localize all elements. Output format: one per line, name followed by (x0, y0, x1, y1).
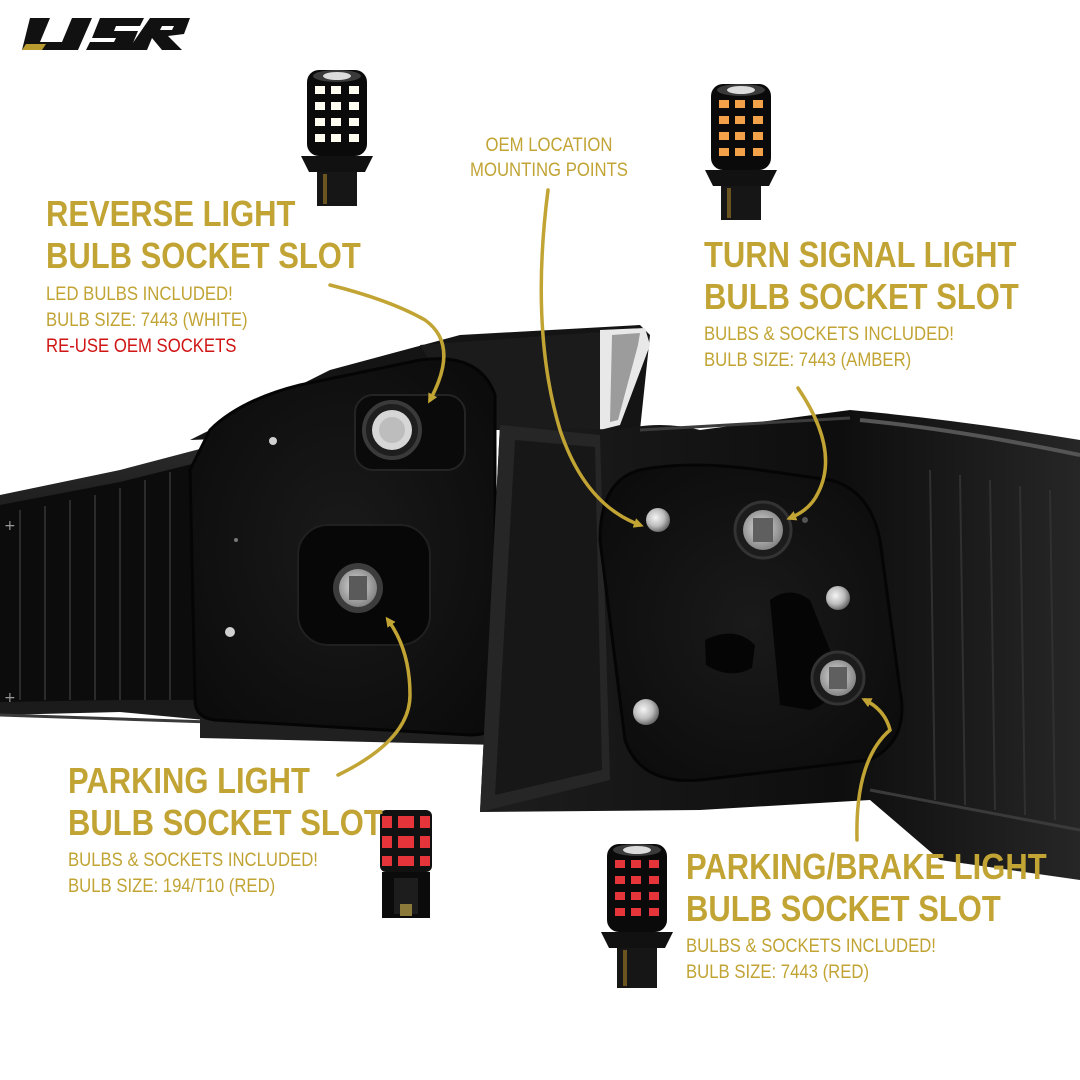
right-backing-plate (598, 463, 904, 782)
svg-text:+: + (4, 690, 16, 706)
reverse-led-bulb-white (301, 70, 373, 206)
oem-callout-line1: OEM LOCATION (485, 135, 613, 156)
oem-callout-line2: MOUNTING POINTS (470, 160, 628, 181)
svg-text:+: + (4, 518, 16, 534)
brake-led-bulb-red (601, 844, 673, 988)
turn-title-line1: TURN SIGNAL LIGHT (704, 234, 1017, 275)
parking-desc-line2: BULB SIZE: 194/T10 (RED) (68, 876, 276, 897)
left-backing-plate (188, 357, 497, 737)
reverse-title-line2: BULB SOCKET SLOT (46, 235, 361, 276)
parking-desc-line1: BULBS & SOCKETS INCLUDED! (68, 850, 318, 871)
parking-title-line1: PARKING LIGHT (68, 760, 310, 801)
reverse-title-line1: REVERSE LIGHT (46, 193, 296, 234)
reverse-arrow (328, 283, 446, 404)
brake-title-line2: BULB SOCKET SLOT (686, 888, 1001, 929)
parking-arrow (336, 616, 412, 777)
turn-title-line2: BULB SOCKET SLOT (704, 276, 1019, 317)
brake-desc-line2: BULB SIZE: 7443 (RED) (686, 962, 870, 983)
reverse-desc-line3: RE-USE OEM SOCKETS (46, 336, 237, 357)
brake-desc-line1: BULBS & SOCKETS INCLUDED! (686, 936, 936, 957)
oem-arrow (539, 188, 644, 528)
reverse-desc-line1: LED BULBS INCLUDED! (46, 284, 233, 305)
oem-callout: OEM LOCATION MOUNTING POINTS (453, 133, 645, 183)
turn-desc-line1: BULBS & SOCKETS INCLUDED! (704, 324, 954, 345)
turn-desc-line2: BULB SIZE: 7443 (AMBER) (704, 350, 912, 371)
reverse-desc-line2: BULB SIZE: 7443 (WHITE) (46, 310, 248, 331)
turn-signal-led-bulb-amber (705, 84, 777, 220)
brake-title-line1: PARKING/BRAKE LIGHT (686, 846, 1047, 887)
usr-logo (22, 18, 190, 50)
parking-led-bulb-red (380, 810, 432, 918)
brake-arrow (855, 698, 892, 842)
parking-title-line2: BULB SOCKET SLOT (68, 802, 383, 843)
turn-arrow (786, 386, 828, 521)
